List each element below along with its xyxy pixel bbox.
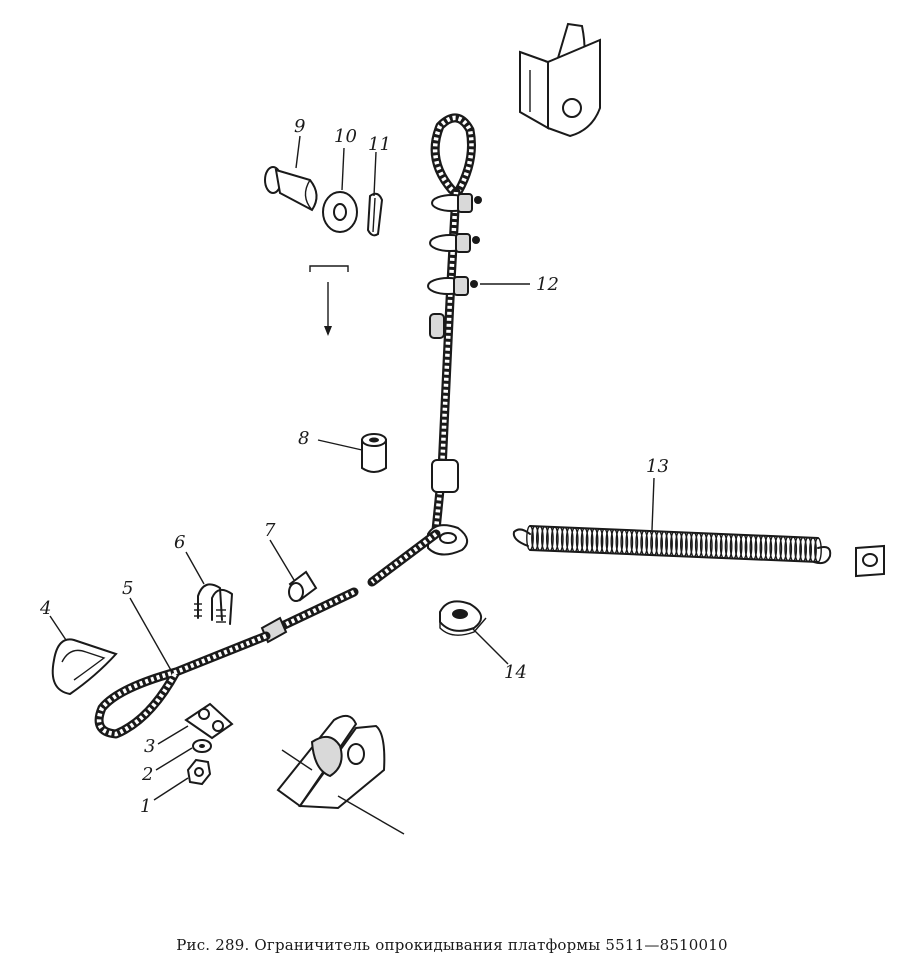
cotter-pin: [366, 192, 384, 237]
callout-13: 13: [646, 456, 669, 477]
bushing: [361, 433, 387, 473]
spring-outline-top: [529, 525, 819, 539]
callout-5: 5: [122, 578, 133, 599]
spring-washer: [192, 739, 212, 753]
callout-3: 3: [144, 736, 155, 757]
pin: [264, 166, 318, 212]
leader-lines: [49, 135, 655, 801]
callout-14: 14: [504, 662, 527, 683]
thimble: [51, 638, 118, 696]
assembly-arrow: [309, 265, 349, 336]
ferrule: [429, 313, 445, 339]
callout-labels: 9 10 11 12 8 13 14 7 6 4 5 3 2 1: [39, 116, 669, 817]
figure-caption: Рис. 289. Ограничитель опрокидывания пла…: [176, 936, 728, 954]
callout-9: 9: [294, 116, 305, 137]
spring-clip: [855, 544, 885, 578]
cable-bushing: [288, 570, 318, 602]
callout-10: 10: [334, 126, 357, 147]
callout-1: 1: [140, 796, 151, 817]
callout-7: 7: [264, 520, 276, 541]
upper-bracket: [519, 22, 601, 138]
callout-8: 8: [298, 428, 309, 449]
eye-plate: [439, 600, 487, 636]
spring-coils: [526, 525, 822, 563]
lower-cable: [94, 529, 441, 739]
callout-4: 4: [39, 598, 51, 619]
callout-12: 12: [536, 274, 559, 295]
callout-6: 6: [174, 532, 185, 553]
washer: [322, 191, 358, 233]
rope-clamp: [431, 193, 482, 213]
rope-clamp: [429, 233, 480, 253]
callout-2: 2: [141, 764, 153, 785]
rope-clamp: [427, 276, 478, 296]
tension-spring: [512, 525, 832, 565]
nut: [186, 758, 212, 786]
spring-outline-bottom: [529, 549, 819, 563]
vertical-rope-assembly: [427, 113, 482, 556]
clamp-saddle: [184, 702, 234, 740]
u-bolt: [194, 583, 233, 625]
lower-bracket: [276, 714, 405, 835]
ferrule: [431, 459, 459, 493]
callout-11: 11: [368, 134, 391, 155]
